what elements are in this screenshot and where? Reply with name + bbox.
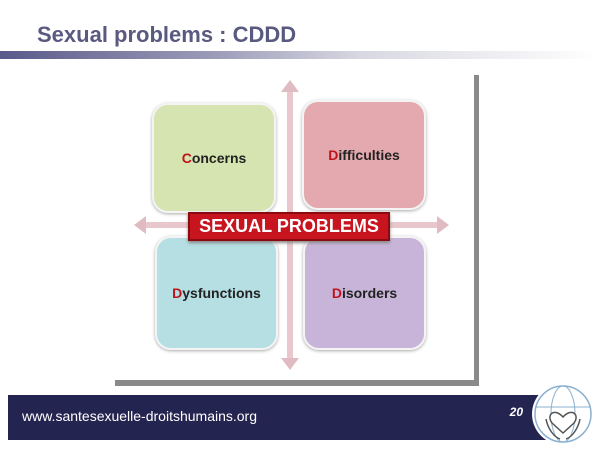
title-divider <box>0 51 600 59</box>
initial: C <box>181 150 192 166</box>
globe-hands-logo-icon <box>532 383 594 445</box>
label: ifficulties <box>338 147 400 163</box>
label: isorders <box>341 285 398 301</box>
footer-bar: www.santesexuelle-droitshumains.org 20 <box>8 395 553 440</box>
initial: D <box>172 285 183 301</box>
label: ysfunctions <box>182 285 261 301</box>
center-banner: SEXUAL PROBLEMS <box>188 212 390 241</box>
slide-title: Sexual problems : CDDD <box>37 22 297 47</box>
arrow-right-icon <box>437 216 449 234</box>
frame-shadow-bottom <box>115 380 479 386</box>
arrow-left-icon <box>134 216 146 234</box>
page-number: 20 <box>509 405 523 419</box>
initial: D <box>328 147 339 163</box>
arrow-down-icon <box>281 358 299 370</box>
label: oncerns <box>191 150 247 166</box>
initial: D <box>331 285 342 301</box>
arrow-up-icon <box>281 80 299 92</box>
frame-shadow-right <box>474 75 479 386</box>
footer-url[interactable]: www.santesexuelle-droitshumains.org <box>22 408 257 424</box>
